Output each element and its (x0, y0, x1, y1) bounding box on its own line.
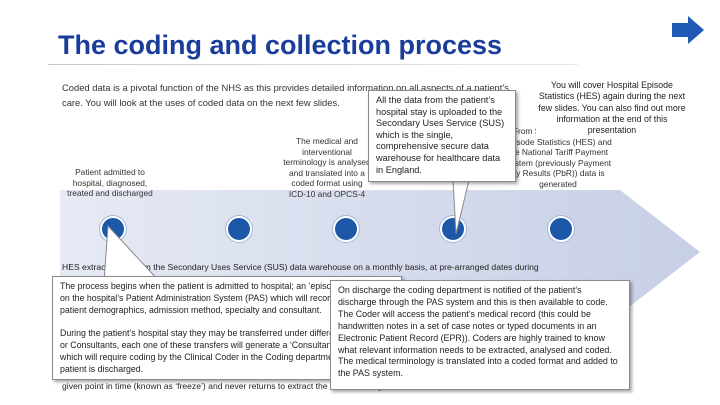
title-underline (48, 64, 578, 65)
sus-callout-text: All the data from the patient’s hospital… (376, 95, 505, 175)
slide-title: The coding and collection process (58, 30, 503, 60)
patient-stage-text: Patient admitted to hospital, diagnosed,… (67, 167, 153, 198)
hes-callout-box: You will cover Hospital Episode Statisti… (536, 80, 688, 137)
hes-extract-text: HES extracts data from the Secondary Use… (62, 262, 539, 272)
hes-freeze-text: given point in time (known as ‘freeze’) … (62, 381, 444, 391)
hes-callout-text: You will cover Hospital Episode Statisti… (536, 80, 688, 137)
timeline-dot-5[interactable] (548, 216, 574, 242)
coding-callout-text: On discharge the coding department is no… (338, 285, 618, 379)
process-callout-pointer (94, 224, 164, 284)
process-callout-text: The process begins when the patient is a… (60, 281, 394, 374)
intro-text: Coded data is a pivotal function of the … (62, 82, 509, 108)
timeline-dot-2[interactable] (226, 216, 252, 242)
timeline-dot-3[interactable] (333, 216, 359, 242)
timeline-dot-4[interactable] (440, 216, 466, 242)
medical-terminology-text: The medical and interventional terminolo… (283, 136, 371, 199)
coding-callout: On discharge the coding department is no… (330, 280, 630, 390)
sus-callout: All the data from the patient’s hospital… (368, 90, 516, 182)
arrow-right-icon[interactable] (670, 14, 706, 46)
